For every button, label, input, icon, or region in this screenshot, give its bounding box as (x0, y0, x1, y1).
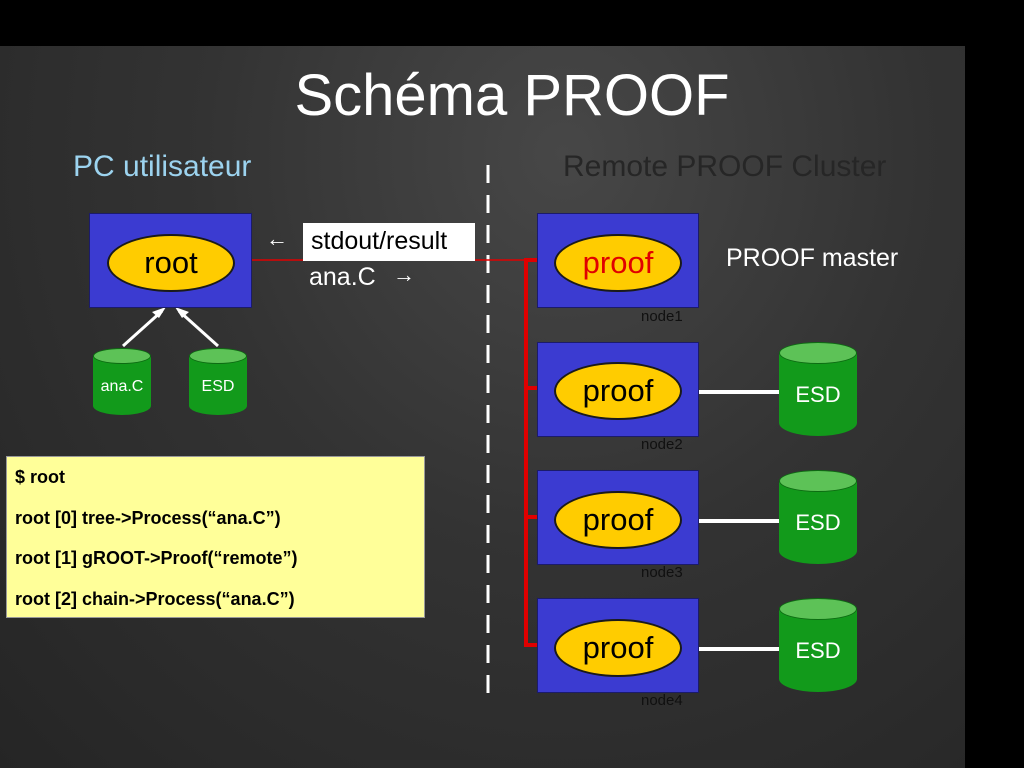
node2-proof-oval: proof (554, 362, 682, 420)
node1-label: node1 (641, 308, 683, 325)
disk-anac: ana.C (93, 348, 151, 415)
node3-label: node3 (641, 564, 683, 581)
node2-proof-label: proof (582, 373, 654, 408)
upstream-arrow: ← (266, 226, 288, 251)
downstream-arrow: → (393, 262, 415, 287)
master-proof-oval: proof (554, 234, 682, 292)
slide-title: Schéma PROOF (294, 63, 730, 128)
console-line-4: root [2] chain->Process(“ana.C”) (15, 588, 295, 609)
right-band (965, 0, 1024, 768)
top-band (0, 0, 1024, 46)
disk-anac-label: ana.C (100, 378, 144, 395)
disk-esd-node4-label: ESD (795, 638, 841, 663)
disk-esd-client-label: ESD (201, 378, 235, 395)
console-box: $ root root [0] tree->Process(“ana.C”) r… (6, 456, 425, 618)
message-box (303, 223, 475, 261)
master-proof-label: proof (582, 245, 654, 280)
root-process-label: root (144, 245, 198, 280)
console-line-2: root [0] tree->Process(“ana.C”) (15, 507, 281, 528)
disk-esd-node2: ESD (779, 342, 857, 436)
disk-esd-node2-label: ESD (795, 382, 841, 407)
node4-label: node4 (641, 692, 683, 709)
arrowhead-anac (152, 307, 166, 318)
disk-esd-node3-label: ESD (795, 510, 841, 535)
node3-proof-label: proof (582, 502, 654, 537)
node4-proof-oval: proof (554, 619, 682, 677)
console-line-3: root [1] gROOT->Proof(“remote”) (15, 548, 298, 568)
cluster-heading: Remote PROOF Cluster (563, 150, 887, 183)
arrowhead-esd (175, 307, 189, 318)
arrow-esd-to-root (177, 309, 220, 348)
client-heading: PC utilisateur (73, 150, 252, 183)
disk-esd-node4: ESD (779, 598, 857, 692)
node2-label: node2 (641, 436, 683, 453)
disk-esd-client: ESD (189, 348, 247, 415)
arrow-anac-to-root (121, 309, 164, 348)
downstream-message: ana.C (309, 263, 376, 291)
root-process-oval: root (107, 234, 235, 292)
disk-esd-node3: ESD (779, 470, 857, 564)
node3-proof-oval: proof (554, 491, 682, 549)
node4-proof-label: proof (582, 630, 654, 665)
upstream-message: stdout/result (311, 227, 448, 255)
console-line-1: $ root (15, 467, 66, 487)
master-label: PROOF master (726, 244, 899, 272)
